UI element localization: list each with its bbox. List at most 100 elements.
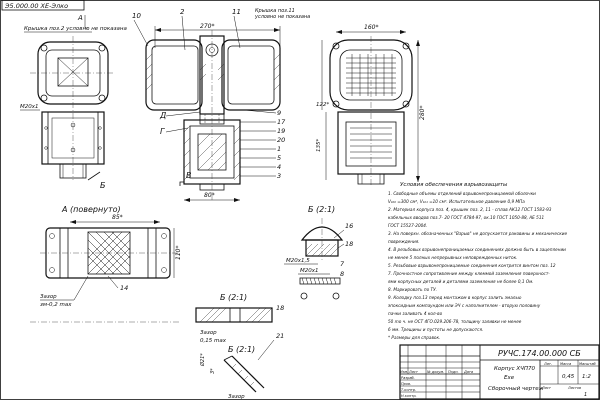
note-line: 3. На поверхн. обозначенных "Взрыв" не д… [388, 231, 568, 236]
zazor-note-3: Зазор [200, 330, 217, 336]
callout-19: 19 [277, 127, 285, 135]
callout-18-b: 18 [345, 240, 353, 248]
note-line: 4. В резьбовых взрывонепроницаемых соеди… [388, 247, 566, 252]
note-cover-right-2: условно не показана [254, 14, 310, 20]
note-line: не менее 5 полных непрерывных неповрежде… [388, 255, 517, 260]
technical-notes: Условия обеспечения взрывозащиты 1. Своб… [388, 182, 568, 340]
detail-b-1: Б (2:1) 16 18 [300, 205, 353, 262]
callout-8: 8 [340, 270, 344, 278]
row-label-sign: Подп. [448, 370, 459, 374]
sheet-label: Лист [541, 386, 552, 390]
sheets-value: 1 [584, 392, 587, 398]
zazor-note-1: Зазор [40, 294, 57, 300]
note-line: 50 mo ч. не ОСТ 4ГО.029.206-78, толщину … [388, 319, 522, 324]
letter-b-front: Б [100, 181, 106, 190]
callout-17: 17 [277, 118, 286, 126]
note-line: ями корпусных деталей и деталями заземле… [388, 279, 534, 284]
note-cover-right-1: Крышка поз.11 [255, 8, 295, 14]
dim-top-width: 270* [200, 23, 214, 30]
note-line: 2. Материал корпуса поз. 4, крышек поз. … [388, 207, 552, 212]
note-cover: Крышка поз.2 условно не показана [24, 26, 127, 32]
role-razrab: Разраб. [401, 376, 415, 380]
dim-h-left: 122* [316, 102, 329, 108]
note-line: кабельных вводов поз.7- 20 ГОСТ 4784-97,… [388, 215, 544, 220]
view-b3-title: Б (2:1) [228, 345, 255, 354]
note-line: 9. Колодку поз.13 перед монтажом в корпу… [388, 295, 522, 300]
callout-1: 1 [277, 145, 281, 153]
notes-header: Условия обеспечения взрывозащиты [400, 182, 508, 188]
center-section-view: 270* Крышка поз.11 условно не показана 1… [132, 8, 310, 202]
title-name-1: Корпус ХЧП70 [494, 366, 536, 372]
top-left-stamp: Э5.000.00 ХЕ-Элко [1, 0, 85, 11]
row-label-date: Дата [463, 370, 473, 374]
letter-v-center: В [186, 171, 192, 180]
dim-section-d: Ø21* [199, 353, 206, 367]
lit-label: Лит. [543, 362, 552, 366]
side-view: 160* 122* 1 [316, 24, 426, 186]
callout-3: 3 [277, 172, 281, 180]
dim-rot-height: 110* [175, 246, 182, 260]
view-b1-title: Б (2:1) [308, 205, 335, 214]
callout-16: 16 [345, 222, 353, 230]
callout-9: 9 [277, 109, 281, 117]
callout-7: 7 [340, 260, 345, 268]
role-tkontr: Т.контр. [401, 388, 416, 392]
letter-g: Г [160, 127, 165, 136]
callout-20: 20 [277, 136, 285, 144]
scale-label: Масштаб [579, 362, 596, 366]
row-label-list: Лист [408, 370, 419, 374]
dim-small-d: 3* [210, 368, 216, 374]
note-line: 7. Прочностное сопротивление между клемм… [388, 271, 550, 276]
callout-10: 10 [132, 12, 141, 20]
title-block: Изм. Лист № докум. Подп. Дата Разраб. Пр… [399, 344, 600, 400]
thread-label-right: М20х1 [300, 268, 319, 274]
callout-5: 5 [277, 154, 281, 162]
scale-value: 1:2 [582, 374, 591, 380]
dim-height-total: 280* [419, 106, 426, 120]
thread-label-left: М20х1 [20, 104, 39, 110]
mass-label: Масса [560, 362, 571, 366]
callout-2: 2 [180, 8, 185, 16]
zazor-note-4: 0,15 max [200, 338, 227, 344]
callout-4: 4 [277, 163, 281, 171]
row-label-izm: Изм. [400, 370, 408, 374]
zazor-note-2: зм-0,2 max [40, 302, 72, 308]
note-line: 6 мм. Трещины и пустоты не допускаются. [388, 327, 483, 332]
note-line: пачки заливать 4 кол-во [388, 311, 443, 316]
callout-14: 14 [120, 284, 128, 292]
dim-h-right: 135* [316, 139, 322, 152]
title-name-3: Сборочный чертеж [488, 386, 544, 392]
role-nkontr: Н.контр. [401, 394, 417, 398]
title-name-2: Ехе [504, 375, 515, 381]
row-label-doc: № докум. [426, 370, 444, 374]
callout-11: 11 [232, 8, 241, 16]
note-line: эпоксидным компаундом или ЭЧ с наполните… [388, 303, 541, 308]
dim-bottom-width: 80* [204, 192, 215, 199]
mass-value: 0,45 [562, 374, 575, 380]
top-left-code: Э5.000.00 ХЕ-Элко [4, 2, 68, 10]
sheets-label: Листов [567, 386, 581, 390]
detail-b-thread: М20х1,5 М20х1 7 8 [284, 258, 345, 300]
note-line: V₁₀₀ =300 см³, V₁₀₁ =10 см³. Испытательн… [388, 199, 525, 204]
note-line: * Размеры для справок. [388, 335, 440, 340]
thread-label-mid: М20х1,5 [286, 258, 310, 264]
dim-rot-width: 85* [112, 214, 123, 221]
callout-18: 18 [276, 304, 284, 312]
letter-a-top: А [77, 14, 83, 22]
note-line: повреждения. [388, 239, 420, 244]
front-view: Крышка поз.2 условно не показана А М20х1 [20, 14, 127, 190]
view-b2-title: Б (2:1) [220, 293, 247, 302]
callout-21: 21 [276, 332, 284, 340]
letter-d: Д [159, 111, 166, 120]
note-line: ГОСТ 15527-2004. [388, 223, 427, 228]
note-line: 1. Свободные объемы отделений взрывонепр… [388, 191, 536, 196]
detail-b-2: Б (2:1) 18 Зазор 0,15 max [195, 293, 284, 344]
drawing-code: РУЧС.174.00.000 СБ [498, 349, 581, 358]
note-line: 8. Маркировать по ТУ. [388, 287, 437, 292]
role-prov: Пров. [401, 382, 411, 386]
detail-b-3: Б (2:1) 21 Зазор 3* Ø21* [199, 332, 284, 400]
view-rotated-title: А (повернуто) [61, 205, 121, 214]
zazor-note-5: Зазор [228, 394, 245, 400]
rotated-view-a: А (повернуто) 85* [40, 205, 182, 308]
